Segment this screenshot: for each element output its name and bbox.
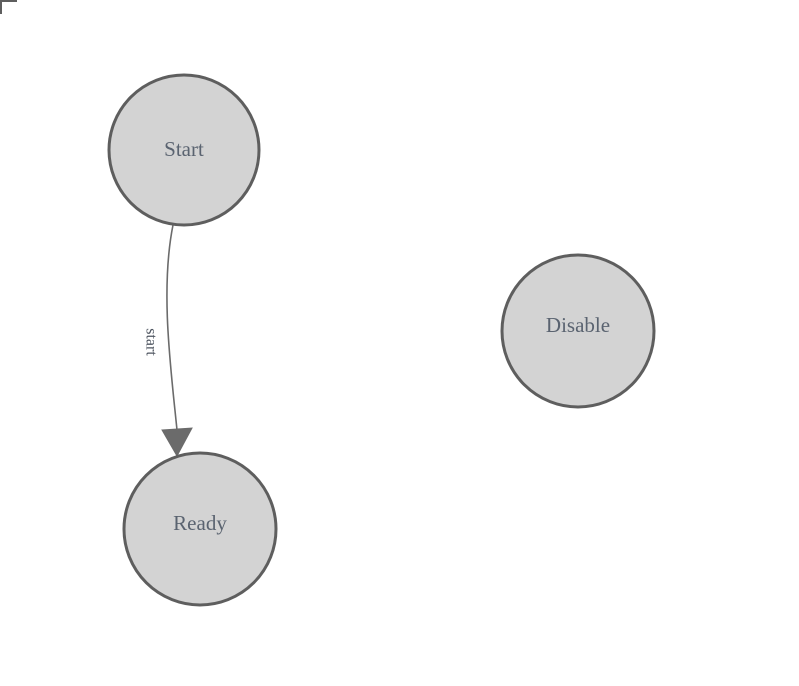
node-disable-label: Disable bbox=[546, 313, 610, 337]
node-disable[interactable]: Disable bbox=[500, 253, 656, 409]
edge-start-to-ready[interactable]: start bbox=[142, 224, 193, 458]
node-ready-label: Ready bbox=[173, 511, 227, 535]
arrowhead-icon bbox=[161, 427, 193, 458]
node-disable-circle[interactable] bbox=[500, 253, 656, 409]
node-ready[interactable]: Ready bbox=[122, 451, 278, 607]
edge-label-start: start bbox=[142, 328, 159, 356]
node-ready-circle[interactable] bbox=[122, 451, 278, 607]
node-start-circle[interactable] bbox=[107, 73, 261, 227]
edge-line bbox=[166, 224, 178, 431]
node-start[interactable]: Start bbox=[107, 73, 261, 227]
canvas-corner-bracket-icon bbox=[0, 0, 17, 14]
node-start-label: Start bbox=[164, 137, 204, 161]
